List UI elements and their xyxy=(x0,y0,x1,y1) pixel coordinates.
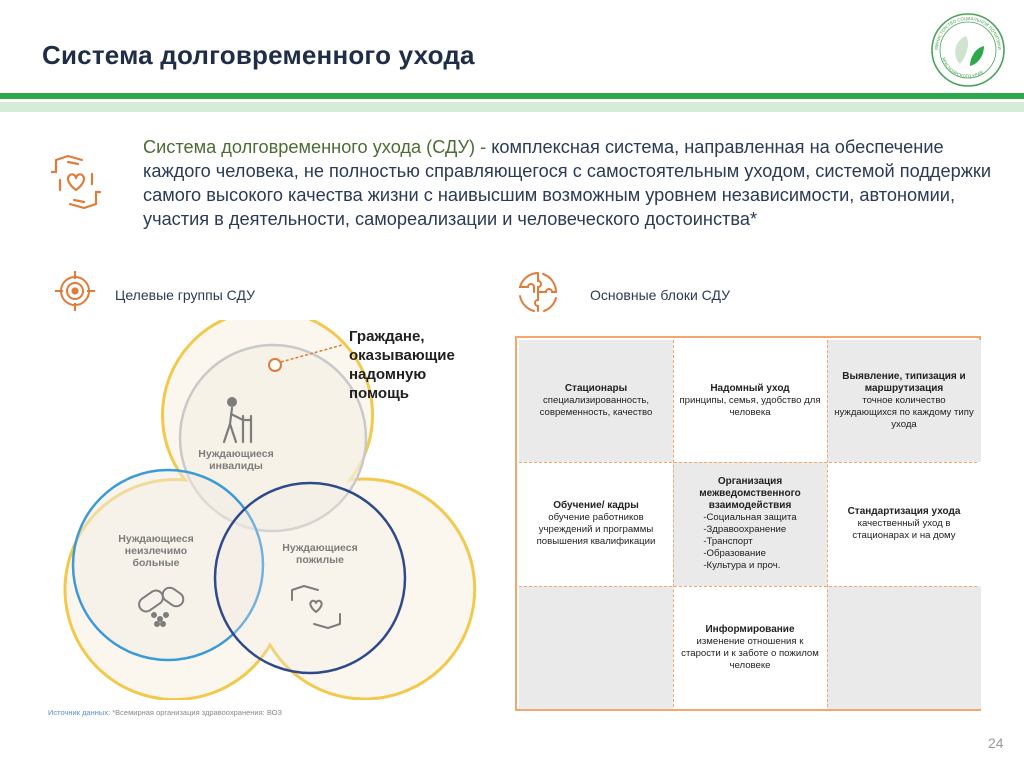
block-title: Организация межведомственного взаимодейс… xyxy=(699,476,801,511)
caring-hands-icon xyxy=(291,585,341,629)
source-key: Источник данных: xyxy=(48,708,111,717)
callout-marker xyxy=(268,358,282,372)
block-home-care: Надомный уход принципы, семья, удобство … xyxy=(673,340,827,462)
venn-label-elderly: Нуждающиеся пожилые xyxy=(282,542,358,566)
block-title: Надомный уход xyxy=(710,383,790,394)
block-title: Стационары xyxy=(564,383,628,394)
header-light-band xyxy=(0,102,1024,112)
pills-icon xyxy=(138,586,185,627)
block-text: принципы, семья, удобство для человека xyxy=(679,395,821,418)
block-text: специализированность, современность, кач… xyxy=(539,395,653,418)
list-item: -Здравоохранение xyxy=(703,524,787,535)
sdu-definition-term: Система долговременного ухода (СДУ) - xyxy=(143,137,487,157)
grid-divider xyxy=(827,340,828,707)
block-standardization: Стандартизация ухода качественный уход в… xyxy=(827,462,981,586)
source-value: *Всемирная организация здравоохранения: … xyxy=(110,708,282,717)
venn-label-terminal: Нуждающиеся неизлечимо больные xyxy=(118,533,194,569)
page-title: Система долговременного ухода xyxy=(42,40,475,70)
list-item: -Образование xyxy=(703,548,766,559)
block-interagency-cooperation: Организация межведомственного взаимодейс… xyxy=(673,462,827,586)
ministry-logo: МИНИСТЕРСТВО СОЦИАЛЬНОЙ ПОЛИТИКИ КРАСНОЯ… xyxy=(931,13,1005,87)
grid-divider xyxy=(519,462,977,463)
grid-divider xyxy=(519,586,977,587)
block-title: Стандартизация ухода xyxy=(847,506,961,517)
main-blocks-grid: Стационары специализированность, совреме… xyxy=(515,336,981,711)
block-inpatient: Стационары специализированность, совреме… xyxy=(519,340,673,462)
block-empty-right xyxy=(827,586,981,709)
header-green-band xyxy=(0,93,1024,99)
block-title: Обучение/ кадры xyxy=(553,500,639,511)
list-item: -Культура и проч. xyxy=(703,560,781,571)
block-informing: Информирование изменение отношения к ста… xyxy=(673,586,827,709)
list-item: -Транспорт xyxy=(703,536,753,547)
venn-circle-elderly xyxy=(213,481,407,675)
source-note: Источник данных: *Всемирная организация … xyxy=(48,708,282,717)
block-identification-routing: Выявление, типизация и маршрутизация точ… xyxy=(827,340,981,462)
venn-circle-terminal xyxy=(71,468,265,662)
block-items: -Социальная защита -Здравоохранение -Тра… xyxy=(703,512,796,572)
block-text: изменение отношения к старости и к забот… xyxy=(681,635,819,671)
caring-hands-heart-icon xyxy=(50,154,102,210)
block-training-staff: Обучение/ кадры обучение работников учре… xyxy=(519,462,673,586)
callout-leader xyxy=(280,344,343,363)
walker-person-icon xyxy=(222,397,253,444)
target-icon xyxy=(55,271,95,311)
grid-divider xyxy=(673,340,674,707)
callout-caregivers: Граждане, оказывающие надомную помощь xyxy=(349,328,455,402)
block-title: Выявление, типизация и маршрутизация xyxy=(842,371,966,394)
target-groups-label: Целевые группы СДУ xyxy=(115,287,255,303)
block-text: качественный уход в стационарах и на дом… xyxy=(852,518,956,541)
main-blocks-label: Основные блоки СДУ xyxy=(590,287,730,303)
block-title: Информирование xyxy=(705,623,795,635)
puzzle-icon xyxy=(518,272,557,312)
block-text: точное количество нуждающихся по каждому… xyxy=(834,395,974,430)
list-item: -Социальная защита xyxy=(703,512,797,523)
block-empty-left xyxy=(519,586,673,709)
sdu-definition: Система долговременного ухода (СДУ) - ко… xyxy=(143,135,1003,231)
target-groups-venn xyxy=(63,320,477,700)
block-text: обучение работников учреждений и програм… xyxy=(536,512,656,547)
sdu-definition-text: комплексная система, направленная на обе… xyxy=(143,137,992,229)
page-number: 24 xyxy=(988,735,1004,751)
venn-label-disabled: Нуждающиеся инвалиды xyxy=(198,448,274,472)
